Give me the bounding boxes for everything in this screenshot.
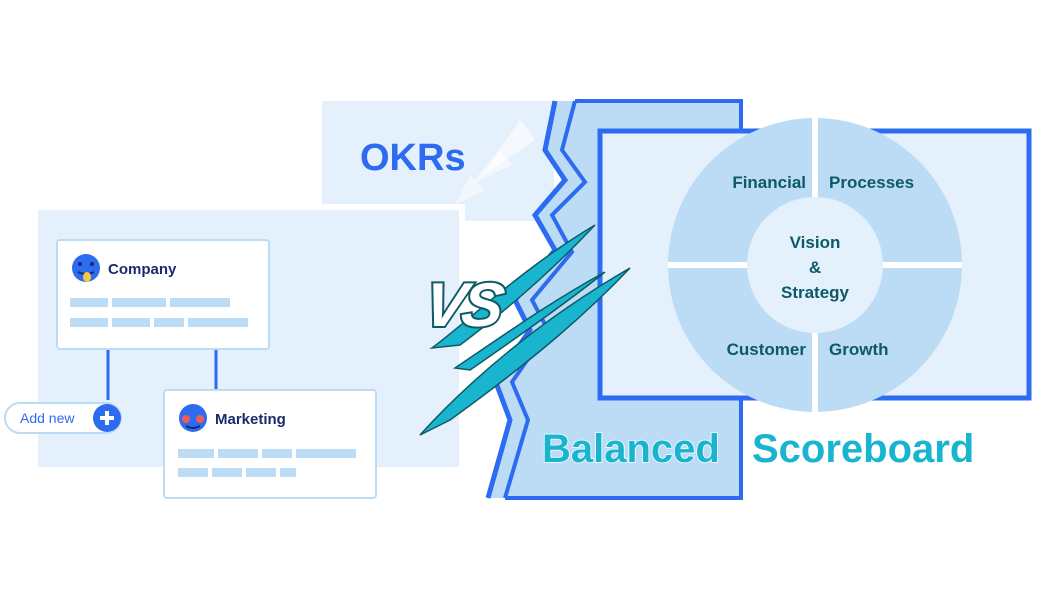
add-new-label: Add new xyxy=(20,410,75,426)
quadrant-customer: Customer xyxy=(727,340,807,359)
torn-edge xyxy=(503,100,588,499)
marketing-card[interactable]: Marketing xyxy=(163,389,377,499)
tongue-out-face-icon xyxy=(72,254,100,282)
add-new-button[interactable]: Add new xyxy=(4,402,122,434)
plus-icon xyxy=(93,404,121,432)
scorecard-wheel xyxy=(668,118,962,412)
vs-emblem: VS xyxy=(418,224,631,436)
wheel-center xyxy=(747,197,883,333)
center-vision: Vision xyxy=(790,233,841,252)
marketing-label: Marketing xyxy=(215,411,286,428)
center-strategy: Strategy xyxy=(781,283,850,302)
scoreboard-title: Scoreboard xyxy=(752,427,974,471)
placeholder-bars xyxy=(178,449,356,477)
quadrant-financial: Financial xyxy=(732,173,806,192)
quadrant-processes: Processes xyxy=(829,173,914,192)
balanced-title: Balanced xyxy=(542,427,720,471)
vs-label: VS xyxy=(420,271,508,340)
quadrant-growth: Growth xyxy=(829,340,889,359)
blushing-face-icon xyxy=(179,404,207,432)
light-rays xyxy=(455,120,535,205)
okrs-back-panel xyxy=(322,101,554,221)
company-card[interactable]: Company xyxy=(56,239,270,350)
placeholder-bars xyxy=(70,298,248,327)
center-ampersand: & xyxy=(809,258,821,277)
company-label: Company xyxy=(108,261,177,278)
okrs-main-panel-border xyxy=(38,204,465,470)
balanced-scorecard-section: Financial Processes Customer Growth Visi… xyxy=(485,99,1032,500)
claw-slashes xyxy=(419,224,631,436)
okrs-section: OKRs Company xyxy=(4,101,554,499)
okrs-title: OKRs xyxy=(360,137,466,179)
